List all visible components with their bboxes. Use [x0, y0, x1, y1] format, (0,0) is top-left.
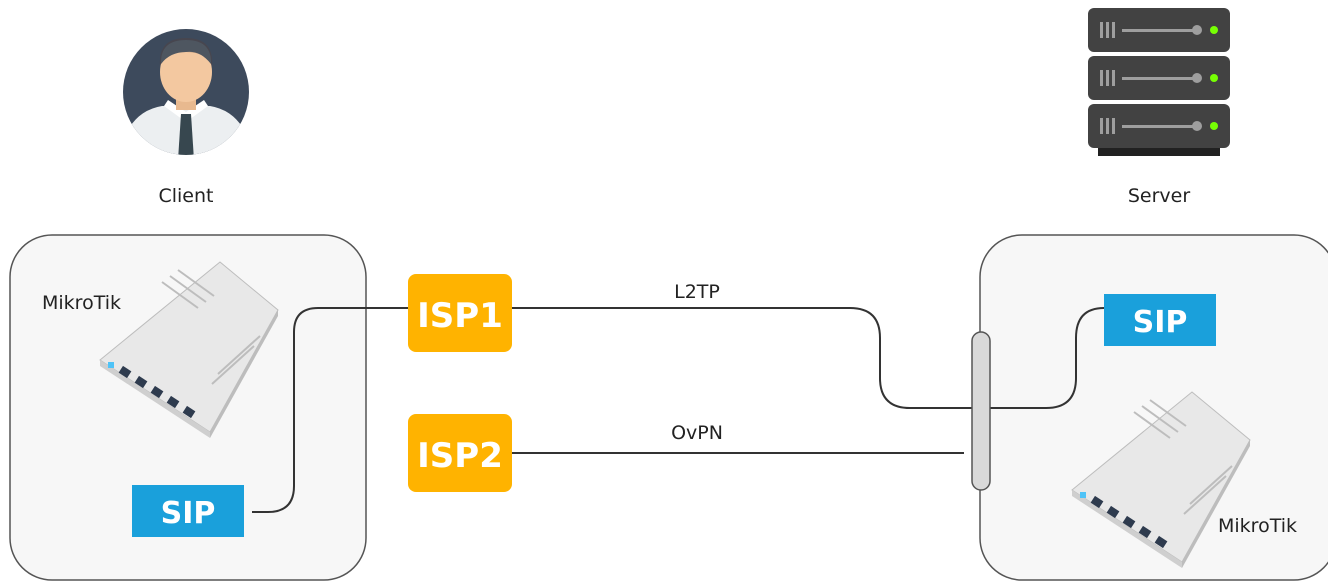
server-rack-icon [1088, 8, 1230, 156]
isp2-node: ISP2 [408, 414, 512, 492]
server-label: Server [1128, 185, 1190, 207]
sip-to-isp1-link [252, 307, 408, 513]
ovpn-label: OvPN [671, 422, 723, 444]
isp1-label: ISP1 [417, 296, 503, 336]
mikrotik-right-label: MikroTik [1218, 515, 1297, 537]
router-device-icon [1071, 391, 1251, 568]
l2tp-tunnel-link [512, 307, 1105, 409]
mikrotik-left-label: MikroTik [42, 292, 121, 314]
sip-right-node: SIP [1104, 294, 1216, 346]
isp1-node: ISP1 [408, 274, 512, 352]
user-avatar-icon [123, 29, 249, 155]
l2tp-label: L2TP [674, 281, 720, 303]
gateway-connector [971, 331, 991, 491]
sip-right-label: SIP [1133, 305, 1188, 340]
isp2-label: ISP2 [417, 436, 503, 476]
router-device-icon [99, 261, 279, 438]
client-label: Client [158, 185, 213, 207]
sip-left-label: SIP [161, 496, 216, 531]
sip-left-node: SIP [132, 485, 244, 537]
